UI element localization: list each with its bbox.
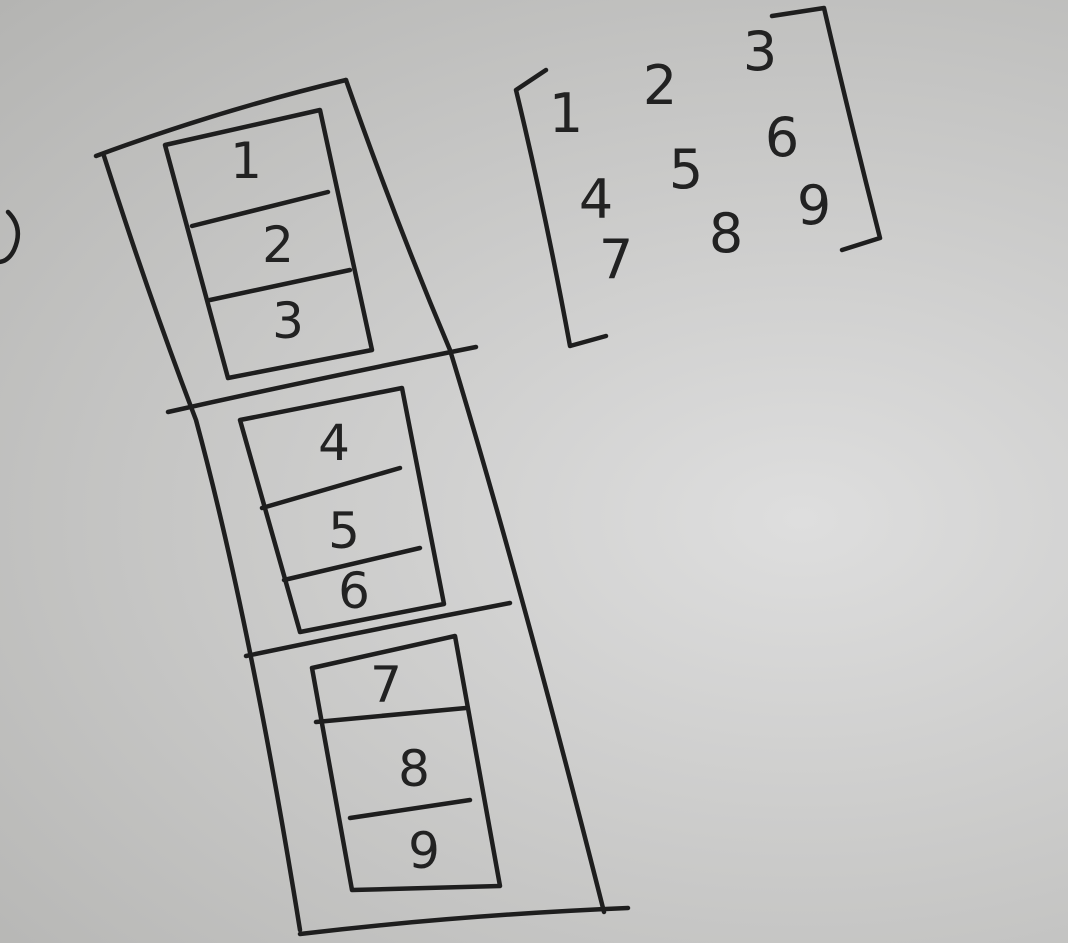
outer-container: [93, 77, 631, 937]
cell-value: 1: [230, 132, 262, 190]
matrix-cell: 9: [797, 174, 831, 237]
cell-value: 8: [398, 740, 430, 798]
matrix-cell: 5: [669, 138, 703, 201]
matrix-cell: 4: [579, 168, 613, 231]
matrix-cell: 8: [709, 202, 743, 265]
cell-value: 3: [272, 292, 304, 350]
cell-value: 5: [328, 502, 360, 560]
matrix-right-bracket: [769, 5, 883, 253]
matrix-cell: 7: [599, 228, 633, 291]
cell-value: 9: [408, 822, 440, 880]
cell-value: 6: [338, 562, 370, 620]
cell-value: 4: [318, 414, 350, 472]
cell-value: 7: [370, 656, 402, 714]
group-divider-2: [243, 600, 513, 659]
partial-circle-mark: [0, 209, 21, 265]
matrix: 1 2 3 4 5 6 7 8 9: [549, 20, 831, 291]
matrix-cell: 3: [743, 20, 777, 83]
row-group-2: [237, 385, 447, 635]
group-divider-1: [165, 344, 479, 415]
matrix-left-bracket: [513, 67, 609, 349]
matrix-cell: 1: [549, 82, 583, 145]
matrix-cell: 2: [643, 54, 677, 117]
matrix-cell: 6: [765, 106, 799, 169]
row-group-3: [309, 633, 503, 893]
row-group-1: [162, 107, 375, 381]
cell-value: 2: [262, 216, 294, 274]
